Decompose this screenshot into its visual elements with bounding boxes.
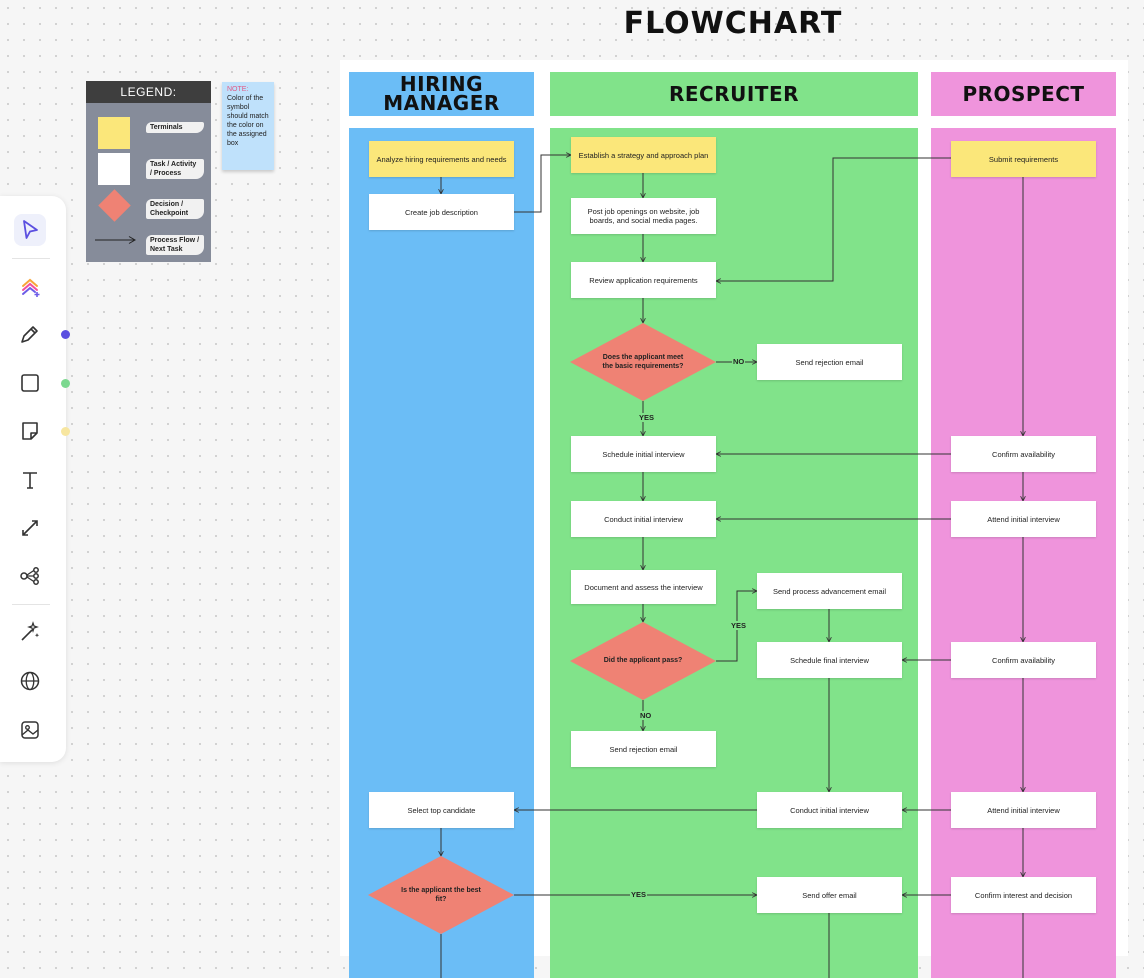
square-shape-icon[interactable] [14,367,46,399]
node-pass-label[interactable]: Did the applicant pass? [603,656,683,664]
node-attend-initial-1[interactable]: Attend initial interview [951,501,1096,537]
text-icon[interactable] [14,464,46,496]
page-title: FLOWCHART [623,6,843,41]
arrow-submit-to-review [716,157,950,281]
note-title: NOTE: [227,86,249,93]
connector-icon[interactable] [14,512,46,544]
node-submit-requirements[interactable]: Submit requirements [951,141,1096,177]
legend-terminal-swatch [98,117,130,149]
note-text: Color of the symbol should match the col… [227,95,269,147]
note-sticky[interactable]: NOTE: Color of the symbol should match t… [222,82,274,170]
toolbar-divider [12,604,50,605]
pen-icon[interactable] [14,318,46,350]
flow-label-yes-3: YES [630,890,648,899]
legend-label-flow: Process Flow / Next Task [146,235,204,255]
left-toolbar [0,196,70,762]
pen-color-dot[interactable] [61,330,70,339]
mind-map-icon[interactable] [14,560,46,592]
node-send-offer[interactable]: Send offer email [757,877,902,913]
node-confirm-availability-2[interactable]: Confirm availability [951,642,1096,678]
magic-sparkles-icon[interactable] [14,616,46,648]
node-meet-basic-label[interactable]: Does the applicant meet the basic requir… [602,354,684,370]
toolbar-divider [12,258,50,259]
lane-header-recruiter[interactable]: RECRUITER [550,72,918,116]
node-analyze-requirements[interactable]: Analyze hiring requirements and needs [369,141,514,177]
legend-title: LEGEND: [86,81,211,103]
node-confirm-availability-1[interactable]: Confirm availability [951,436,1096,472]
legend-label-task: Task / Activity / Process [146,159,204,179]
pointer-icon[interactable] [14,214,46,246]
arrow-jd-to-strategy [514,155,571,213]
image-icon[interactable] [14,714,46,746]
legend-label-decision: Decision / Checkpoint [146,199,204,219]
node-establish-strategy[interactable]: Establish a strategy and approach plan [571,137,716,173]
node-select-top-candidate[interactable]: Select top candidate [369,792,514,828]
shape-color-dot[interactable] [61,379,70,388]
node-document-assess[interactable]: Document and assess the interview [571,570,716,604]
legend-label-terminals: Terminals [146,122,204,133]
node-send-advancement[interactable]: Send process advancement email [757,573,902,609]
flow-label-yes-1: YES [638,413,656,422]
node-conduct-initial-interview[interactable]: Conduct initial interview [571,501,716,537]
node-schedule-initial-interview[interactable]: Schedule initial interview [571,436,716,472]
legend[interactable]: LEGEND: Terminals Task / Activity / Proc… [86,81,211,262]
legend-task-swatch [98,153,130,185]
flow-label-no-1: NO [732,357,746,366]
node-review-application[interactable]: Review application requirements [571,262,716,298]
node-post-job-openings[interactable]: Post job openings on website, job boards… [571,198,716,234]
node-send-rejection-1[interactable]: Send rejection email [757,344,902,380]
decision-meet-basic [570,323,716,401]
node-conduct-final-interview[interactable]: Conduct initial interview [757,792,902,828]
flow-label-no-2: NO [639,711,653,720]
legend-arrow-icon [95,236,136,244]
node-send-rejection-2[interactable]: Send rejection email [571,731,716,767]
flow-label-yes-2: YES [730,621,748,630]
node-attend-initial-2[interactable]: Attend initial interview [951,792,1096,828]
node-confirm-interest[interactable]: Confirm interest and decision [951,877,1096,913]
decision-best-fit [368,856,514,934]
node-best-fit-label[interactable]: Is the applicant the best fit? [401,887,481,903]
lane-header-prospect[interactable]: PROSPECT [931,72,1116,116]
sticky-note-icon[interactable] [14,415,46,447]
decision-pass [570,622,716,700]
node-create-job-description[interactable]: Create job description [369,194,514,230]
globe-icon[interactable] [14,665,46,697]
ai-brain-icon[interactable] [14,271,46,303]
node-schedule-final-interview[interactable]: Schedule final interview [757,642,902,678]
sticky-color-dot[interactable] [61,427,70,436]
